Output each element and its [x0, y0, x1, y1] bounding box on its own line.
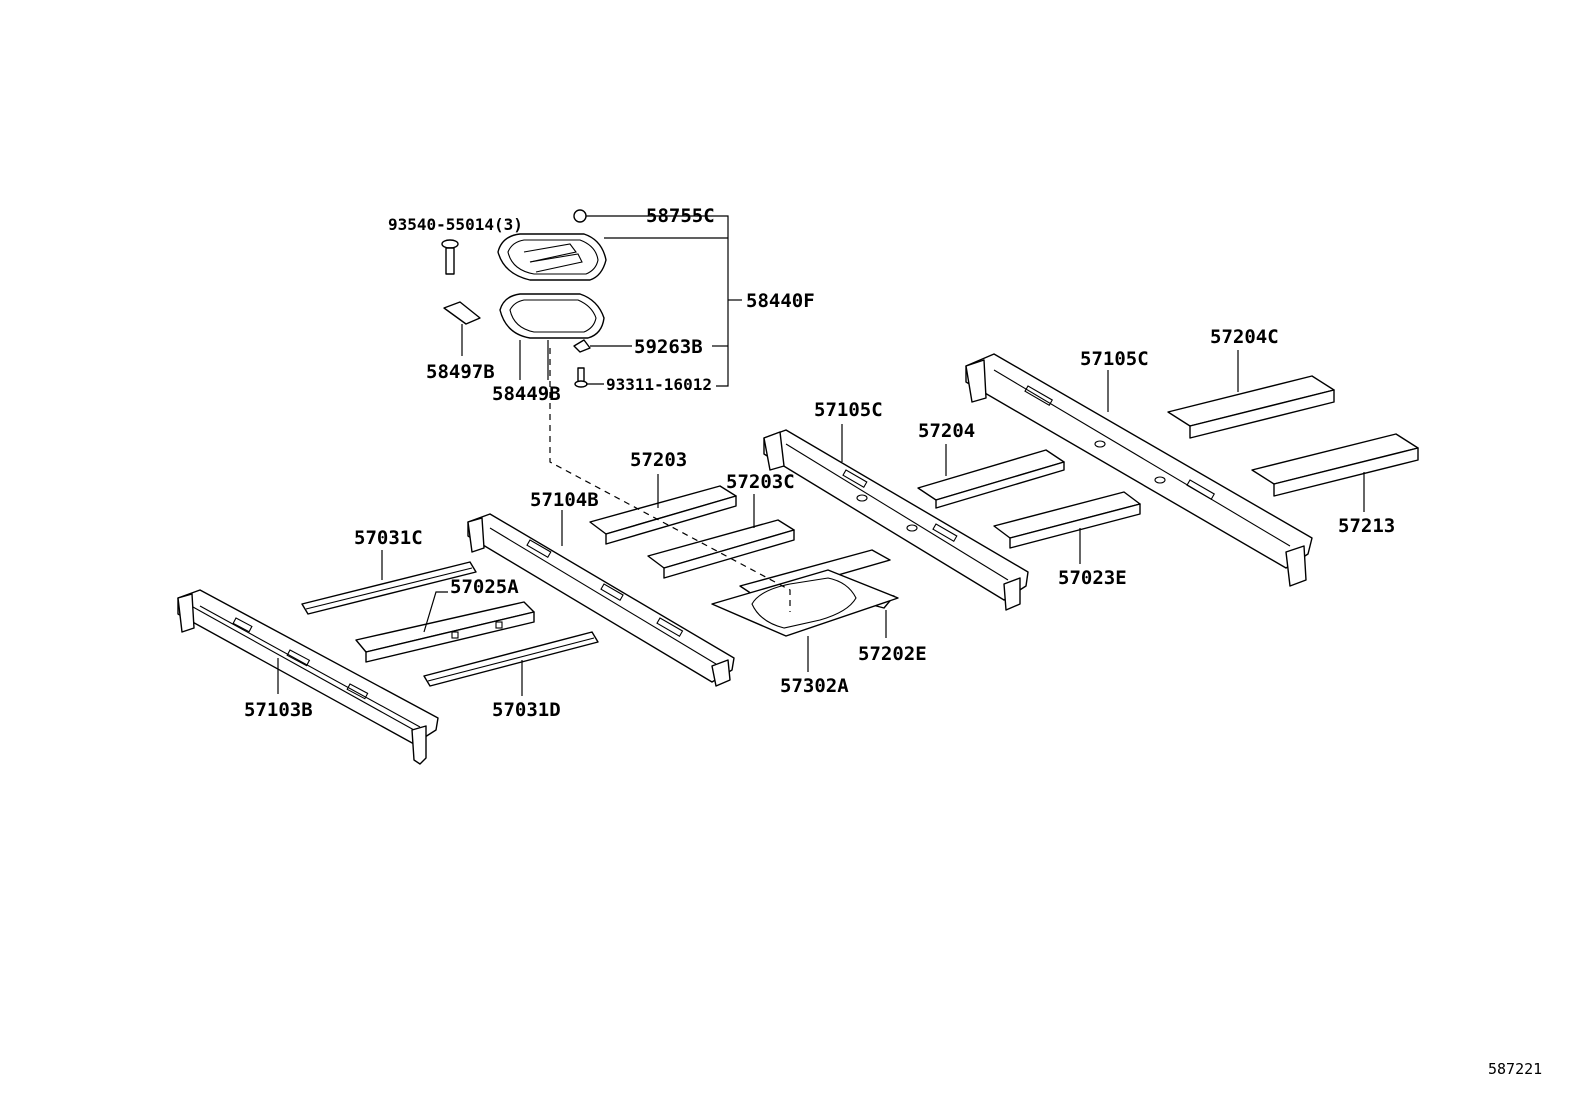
part-57204-drawing — [917, 449, 1065, 509]
label-59263B: 59263B — [634, 336, 703, 358]
part-57031C-drawing — [301, 561, 477, 615]
label-58497B: 58497B — [426, 361, 495, 383]
part-57204C-drawing — [1167, 375, 1335, 439]
part-57023E-drawing — [993, 491, 1141, 549]
part-58755C-drawing — [573, 209, 587, 223]
part-58497B-drawing — [443, 301, 481, 325]
part-57203C-drawing — [647, 519, 795, 579]
part-57302A-drawing — [711, 569, 899, 637]
label-57302A: 57302A — [780, 675, 849, 697]
label-58449B: 58449B — [492, 383, 561, 405]
part-labels: 93540-55014(3) 58755C 58440F 59263B 9331… — [244, 205, 1542, 1078]
part-58449B-drawing — [499, 293, 605, 339]
part-57105C-right-drawing — [965, 353, 1313, 587]
diagram-reference-code: 587221 — [1488, 1060, 1542, 1078]
label-57204: 57204 — [918, 420, 975, 442]
part-58440F-drawing — [497, 233, 607, 281]
part-57103B-drawing — [177, 589, 439, 765]
label-93540-55014: 93540-55014(3) — [388, 215, 523, 234]
assembly-dashed-line — [549, 348, 791, 612]
label-57204C: 57204C — [1210, 326, 1279, 348]
label-58755C: 58755C — [646, 205, 715, 227]
part-93540-bolt-drawing — [441, 239, 459, 275]
label-93311-16012: 93311-16012 — [606, 375, 712, 394]
part-57213-drawing — [1251, 433, 1419, 497]
label-58440F: 58440F — [746, 290, 815, 312]
part-57105C-left-drawing — [763, 429, 1029, 611]
label-57203: 57203 — [630, 449, 687, 471]
leader-lines — [277, 215, 1365, 696]
label-57105C-left: 57105C — [814, 399, 883, 421]
part-57031D-drawing — [423, 631, 599, 687]
part-57203-drawing — [589, 485, 737, 545]
part-57104B-drawing — [467, 513, 735, 687]
label-57031C: 57031C — [354, 527, 423, 549]
label-57104B: 57104B — [530, 489, 599, 511]
label-57031D: 57031D — [492, 699, 561, 721]
label-57105C-right: 57105C — [1080, 348, 1149, 370]
label-57023E: 57023E — [1058, 567, 1127, 589]
label-57213: 57213 — [1338, 515, 1395, 537]
label-57202E: 57202E — [858, 643, 927, 665]
part-93311-screw-drawing — [574, 367, 588, 388]
label-57103B: 57103B — [244, 699, 313, 721]
label-57025A: 57025A — [450, 576, 519, 598]
part-57025A-drawing — [355, 601, 535, 663]
label-57203C: 57203C — [726, 471, 795, 493]
part-59263B-drawing — [573, 339, 591, 353]
